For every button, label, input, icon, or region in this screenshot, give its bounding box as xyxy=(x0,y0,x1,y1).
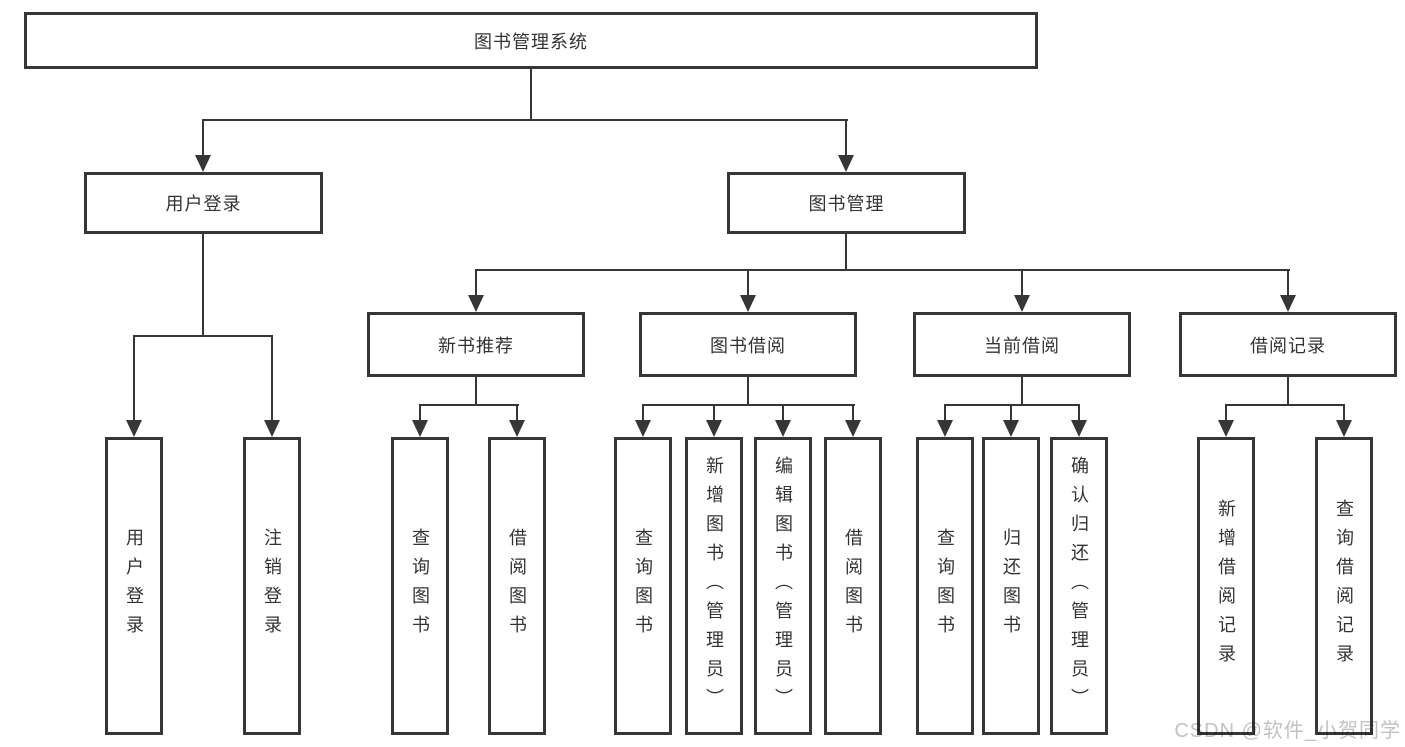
leaf-add-borrow-record: 新增借阅记录 xyxy=(1197,437,1255,735)
node-label: 归还图书 xyxy=(1001,528,1021,644)
arrowhead-icon xyxy=(838,155,854,172)
connector-drop-logout-leaf xyxy=(271,335,273,425)
leaf-add-books-admin: 新增图书（管理员） xyxy=(685,437,743,735)
node-borrowing-records: 借阅记录 xyxy=(1179,312,1397,377)
node-label: 注销登录 xyxy=(262,528,282,644)
arrowhead-icon xyxy=(1071,420,1087,437)
node-new-book-recommendation: 新书推荐 xyxy=(367,312,585,377)
leaf-borrow-books: 借阅图书 xyxy=(488,437,546,735)
connector-root-stem xyxy=(530,69,532,121)
leaf-query-books: 查询图书 xyxy=(916,437,974,735)
arrowhead-icon xyxy=(1218,420,1234,437)
arrowhead-icon xyxy=(264,420,280,437)
arrowhead-icon xyxy=(845,420,861,437)
leaf-confirm-return-admin: 确认归还（管理员） xyxy=(1050,437,1108,735)
leaf-query-books: 查询图书 xyxy=(391,437,449,735)
arrowhead-icon xyxy=(126,420,142,437)
node-label: 图书管理系统 xyxy=(474,31,588,52)
leaf-edit-books-admin: 编辑图书（管理员） xyxy=(754,437,812,735)
arrowhead-icon xyxy=(1003,420,1019,437)
node-label: 用户登录 xyxy=(165,194,242,214)
node-label: 新增借阅记录 xyxy=(1216,499,1236,673)
node-current-borrowing: 当前借阅 xyxy=(913,312,1131,377)
node-label: 借阅记录 xyxy=(1250,335,1326,356)
connector-drop xyxy=(516,404,518,427)
connector-user-hline xyxy=(133,335,273,337)
node-label: 查询图书 xyxy=(935,528,955,644)
connector-drop xyxy=(713,404,715,427)
connector-group2-stem xyxy=(747,377,749,406)
connector-drop-current-borrow xyxy=(1021,269,1023,301)
arrowhead-icon xyxy=(412,420,428,437)
arrowhead-icon xyxy=(740,295,756,312)
leaf-logout: 注销登录 xyxy=(243,437,301,735)
connector-drop xyxy=(1225,404,1227,427)
connector-drop-new-book xyxy=(475,269,477,301)
connector-drop xyxy=(944,404,946,427)
connector-drop xyxy=(1010,404,1012,427)
arrowhead-icon xyxy=(1336,420,1352,437)
arrowhead-icon xyxy=(468,295,484,312)
node-label: 查询图书 xyxy=(633,528,653,644)
connector-drop xyxy=(642,404,644,427)
node-label: 查询借阅记录 xyxy=(1334,499,1354,673)
arrowhead-icon xyxy=(775,420,791,437)
leaf-return-books: 归还图书 xyxy=(982,437,1040,735)
arrowhead-icon xyxy=(509,420,525,437)
connector-root-hline xyxy=(202,119,848,121)
connector-drop xyxy=(419,404,421,427)
connector-drop-book-management xyxy=(845,119,847,160)
connector-drop-borrow-record xyxy=(1287,269,1289,301)
node-user-login: 用户登录 xyxy=(84,172,323,234)
leaf-query-books: 查询图书 xyxy=(614,437,672,735)
connector-group3-hline xyxy=(944,404,1080,406)
connector-group1-hline xyxy=(419,404,519,406)
connector-mgmt-stem xyxy=(845,234,847,271)
connector-group4-hline xyxy=(1225,404,1345,406)
leaf-borrow-books: 借阅图书 xyxy=(824,437,882,735)
node-label: 确认归还（管理员） xyxy=(1069,455,1089,717)
connector-drop xyxy=(852,404,854,427)
node-label: 当前借阅 xyxy=(984,335,1060,356)
connector-drop xyxy=(1078,404,1080,427)
connector-group4-stem xyxy=(1287,377,1289,406)
arrowhead-icon xyxy=(706,420,722,437)
arrowhead-icon xyxy=(1280,295,1296,312)
node-label: 新书推荐 xyxy=(438,335,514,356)
arrowhead-icon xyxy=(937,420,953,437)
node-root-library-system: 图书管理系统 xyxy=(24,12,1038,69)
connector-mgmt-hline xyxy=(475,269,1290,271)
connector-group1-stem xyxy=(475,377,477,406)
connector-drop xyxy=(782,404,784,427)
node-book-management: 图书管理 xyxy=(727,172,966,234)
connector-drop xyxy=(1343,404,1345,427)
leaf-user-login: 用户登录 xyxy=(105,437,163,735)
leaf-query-borrow-record: 查询借阅记录 xyxy=(1315,437,1373,735)
connector-group3-stem xyxy=(1021,377,1023,406)
connector-user-stem xyxy=(202,234,204,337)
node-label: 借阅图书 xyxy=(507,528,527,644)
connector-drop-login-leaf xyxy=(133,335,135,425)
node-book-borrowing: 图书借阅 xyxy=(639,312,857,377)
arrowhead-icon xyxy=(635,420,651,437)
connector-drop-user-login xyxy=(202,119,204,160)
connector-drop-book-borrow xyxy=(747,269,749,301)
node-label: 用户登录 xyxy=(124,528,144,644)
node-label: 新增图书（管理员） xyxy=(704,455,724,717)
node-label: 图书管理 xyxy=(808,194,885,214)
connector-group2-hline xyxy=(642,404,855,406)
arrowhead-icon xyxy=(195,155,211,172)
node-label: 图书借阅 xyxy=(710,335,786,356)
node-label: 借阅图书 xyxy=(843,528,863,644)
arrowhead-icon xyxy=(1014,295,1030,312)
node-label: 编辑图书（管理员） xyxy=(773,455,793,717)
node-label: 查询图书 xyxy=(410,528,430,644)
csdn-watermark: CSDN @软件_小贺同学 xyxy=(1174,720,1401,742)
